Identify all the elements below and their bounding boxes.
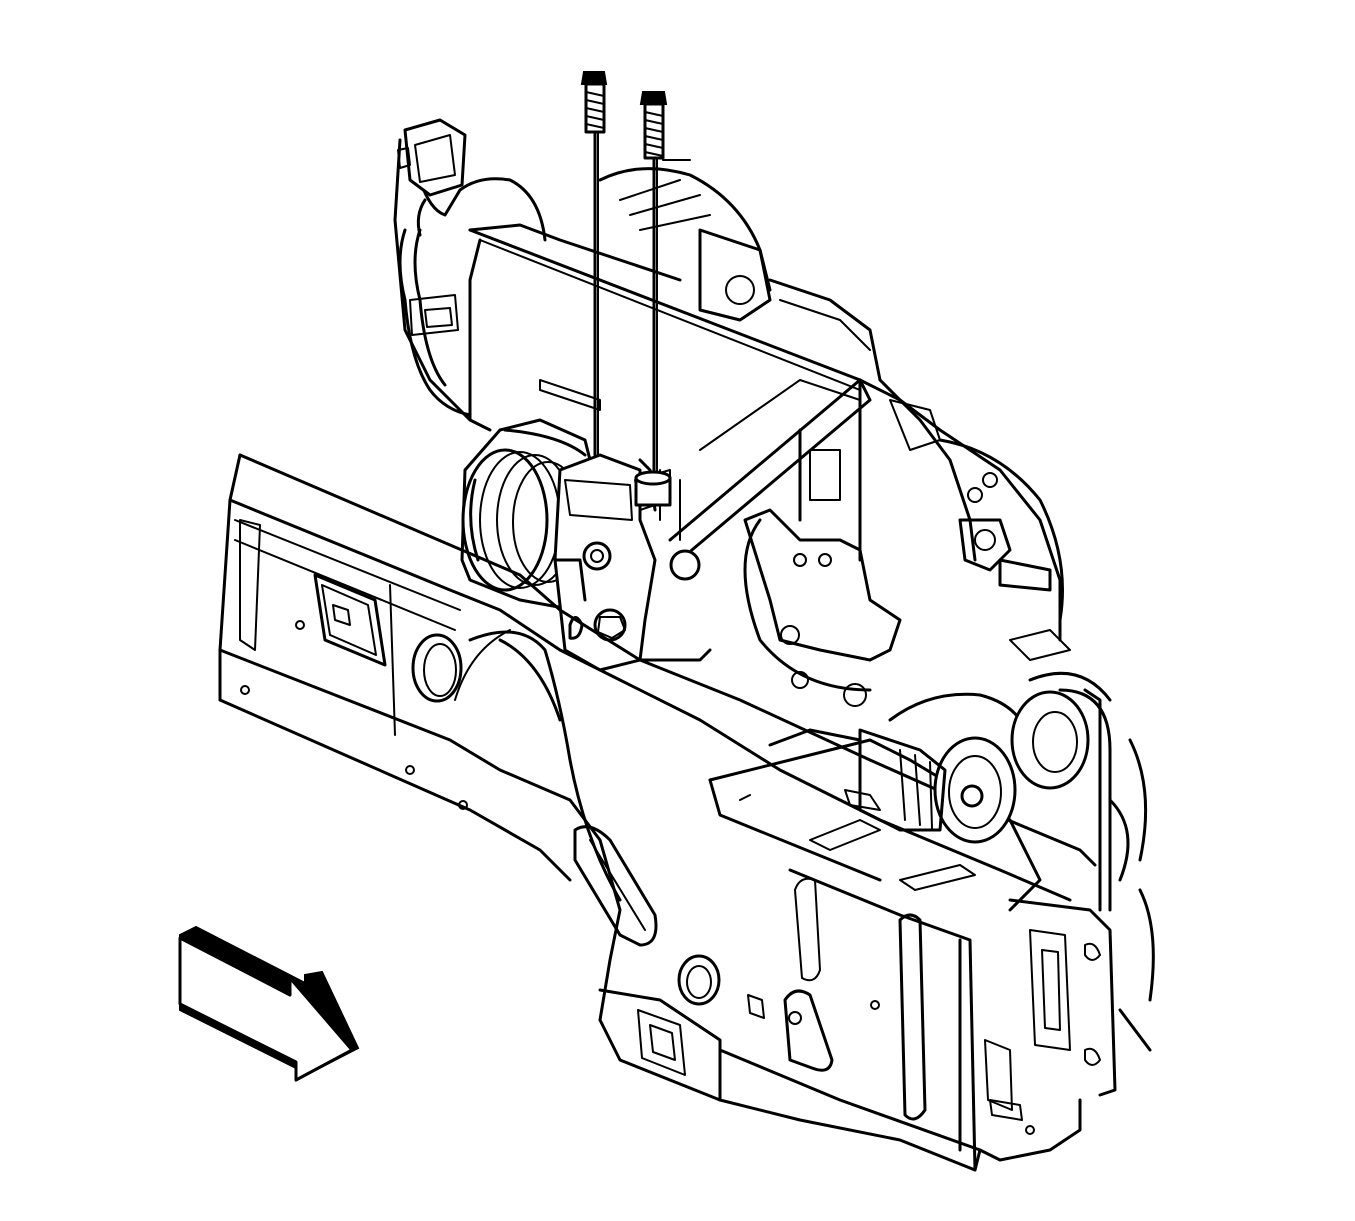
mount-bracket — [553, 453, 712, 672]
engine-block — [393, 138, 1064, 707]
frame-rail — [218, 453, 1117, 1172]
mount-bolt — [580, 71, 691, 507]
harness-connector — [397, 118, 467, 237]
direction-arrow — [178, 925, 360, 1082]
wiring-harness — [398, 177, 547, 417]
pulley — [844, 629, 1155, 1052]
